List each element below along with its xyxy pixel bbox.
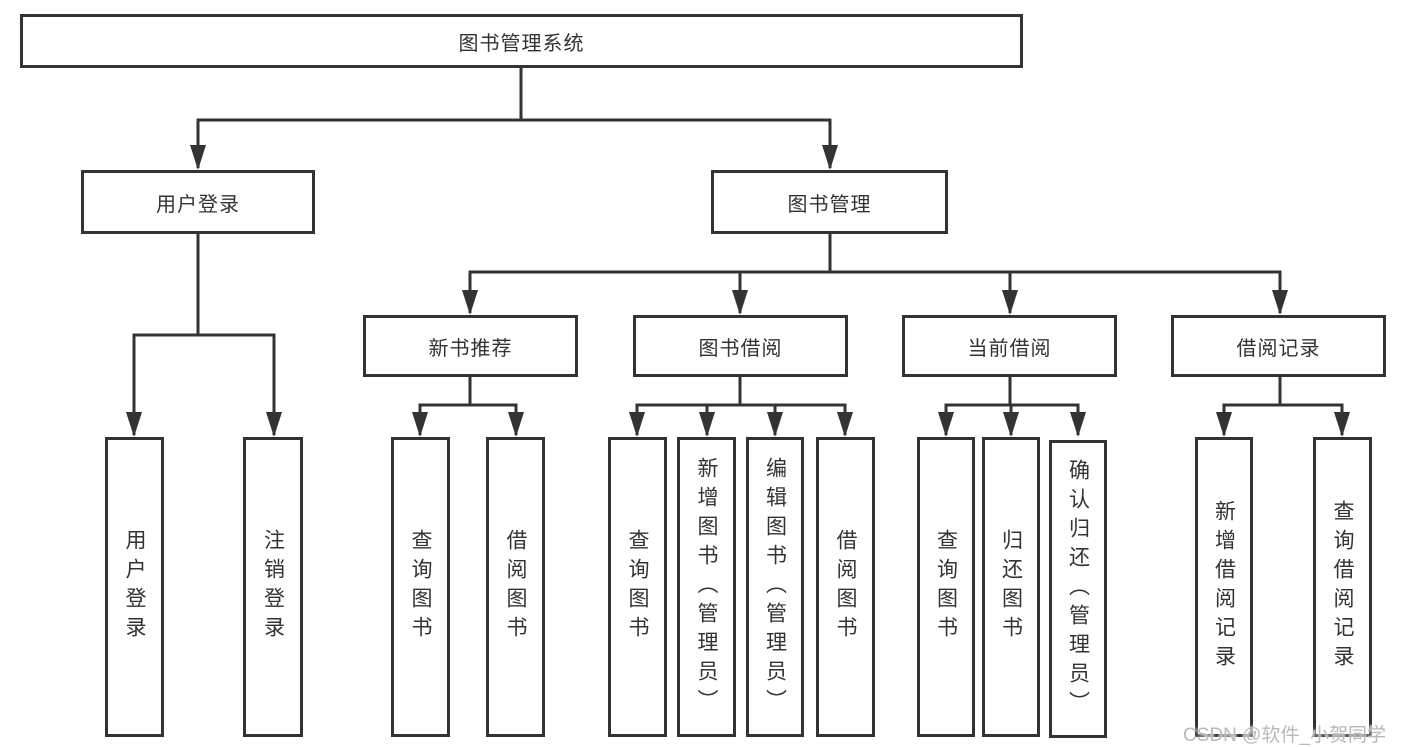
leaf-edit-books-admin: 编辑图书（管理员）	[746, 437, 804, 737]
leaf-query-borrow-record: 查询借阅记录	[1313, 437, 1372, 737]
leaf-add-borrow-record: 新增借阅记录	[1195, 437, 1253, 737]
node-label: 查询图书	[934, 529, 958, 645]
leaf-user-login: 用户登录	[105, 437, 164, 737]
node-label: 查询借阅记录	[1331, 500, 1354, 674]
node-label: 注销登录	[261, 529, 285, 645]
node-label: 归还图书	[999, 529, 1023, 645]
node-label: 借阅记录	[1236, 337, 1321, 360]
node-label: 借阅图书	[504, 529, 527, 645]
node-label: 用户登录	[156, 193, 240, 216]
node-label: 新增借阅记录	[1212, 500, 1236, 674]
node-label: 查询图书	[409, 529, 432, 645]
leaf-confirm-return-admin: 确认归还（管理员）	[1049, 440, 1107, 738]
node-label: 借阅图书	[834, 529, 857, 645]
node-current-borrowing: 当前借阅	[902, 315, 1117, 377]
leaf-query-books-borrowing: 查询图书	[608, 437, 667, 737]
leaf-borrow-books-recommend: 借阅图书	[486, 437, 545, 737]
node-new-book-recommendation: 新书推荐	[363, 315, 578, 377]
leaf-borrow-books: 借阅图书	[816, 437, 875, 737]
node-borrowing-records: 借阅记录	[1171, 315, 1386, 377]
node-label: 查询图书	[626, 529, 649, 645]
leaf-query-books-recommend: 查询图书	[391, 437, 450, 737]
node-label: 当前借阅	[967, 337, 1052, 360]
node-book-borrowing: 图书借阅	[633, 315, 848, 377]
node-label: 编辑图书（管理员）	[763, 456, 787, 718]
node-label: 图书借阅	[698, 337, 783, 360]
node-library-management-system: 图书管理系统	[20, 14, 1023, 68]
node-label: 图书管理系统	[458, 32, 585, 55]
node-label: 新书推荐	[428, 337, 513, 360]
node-label: 新增图书（管理员）	[695, 456, 718, 718]
leaf-logout: 注销登录	[243, 437, 303, 737]
node-label: 用户登录	[123, 529, 146, 645]
leaf-return-books: 归还图书	[982, 437, 1040, 737]
node-label: 确认归还（管理员）	[1066, 458, 1090, 720]
node-label: 图书管理	[787, 193, 872, 216]
csdn-watermark: CSDN @软件_小贺同学	[1183, 725, 1386, 746]
leaf-query-books-current: 查询图书	[917, 437, 975, 737]
node-book-management: 图书管理	[711, 170, 948, 234]
leaf-add-books-admin: 新增图书（管理员）	[677, 437, 736, 737]
node-user-login: 用户登录	[81, 170, 315, 234]
